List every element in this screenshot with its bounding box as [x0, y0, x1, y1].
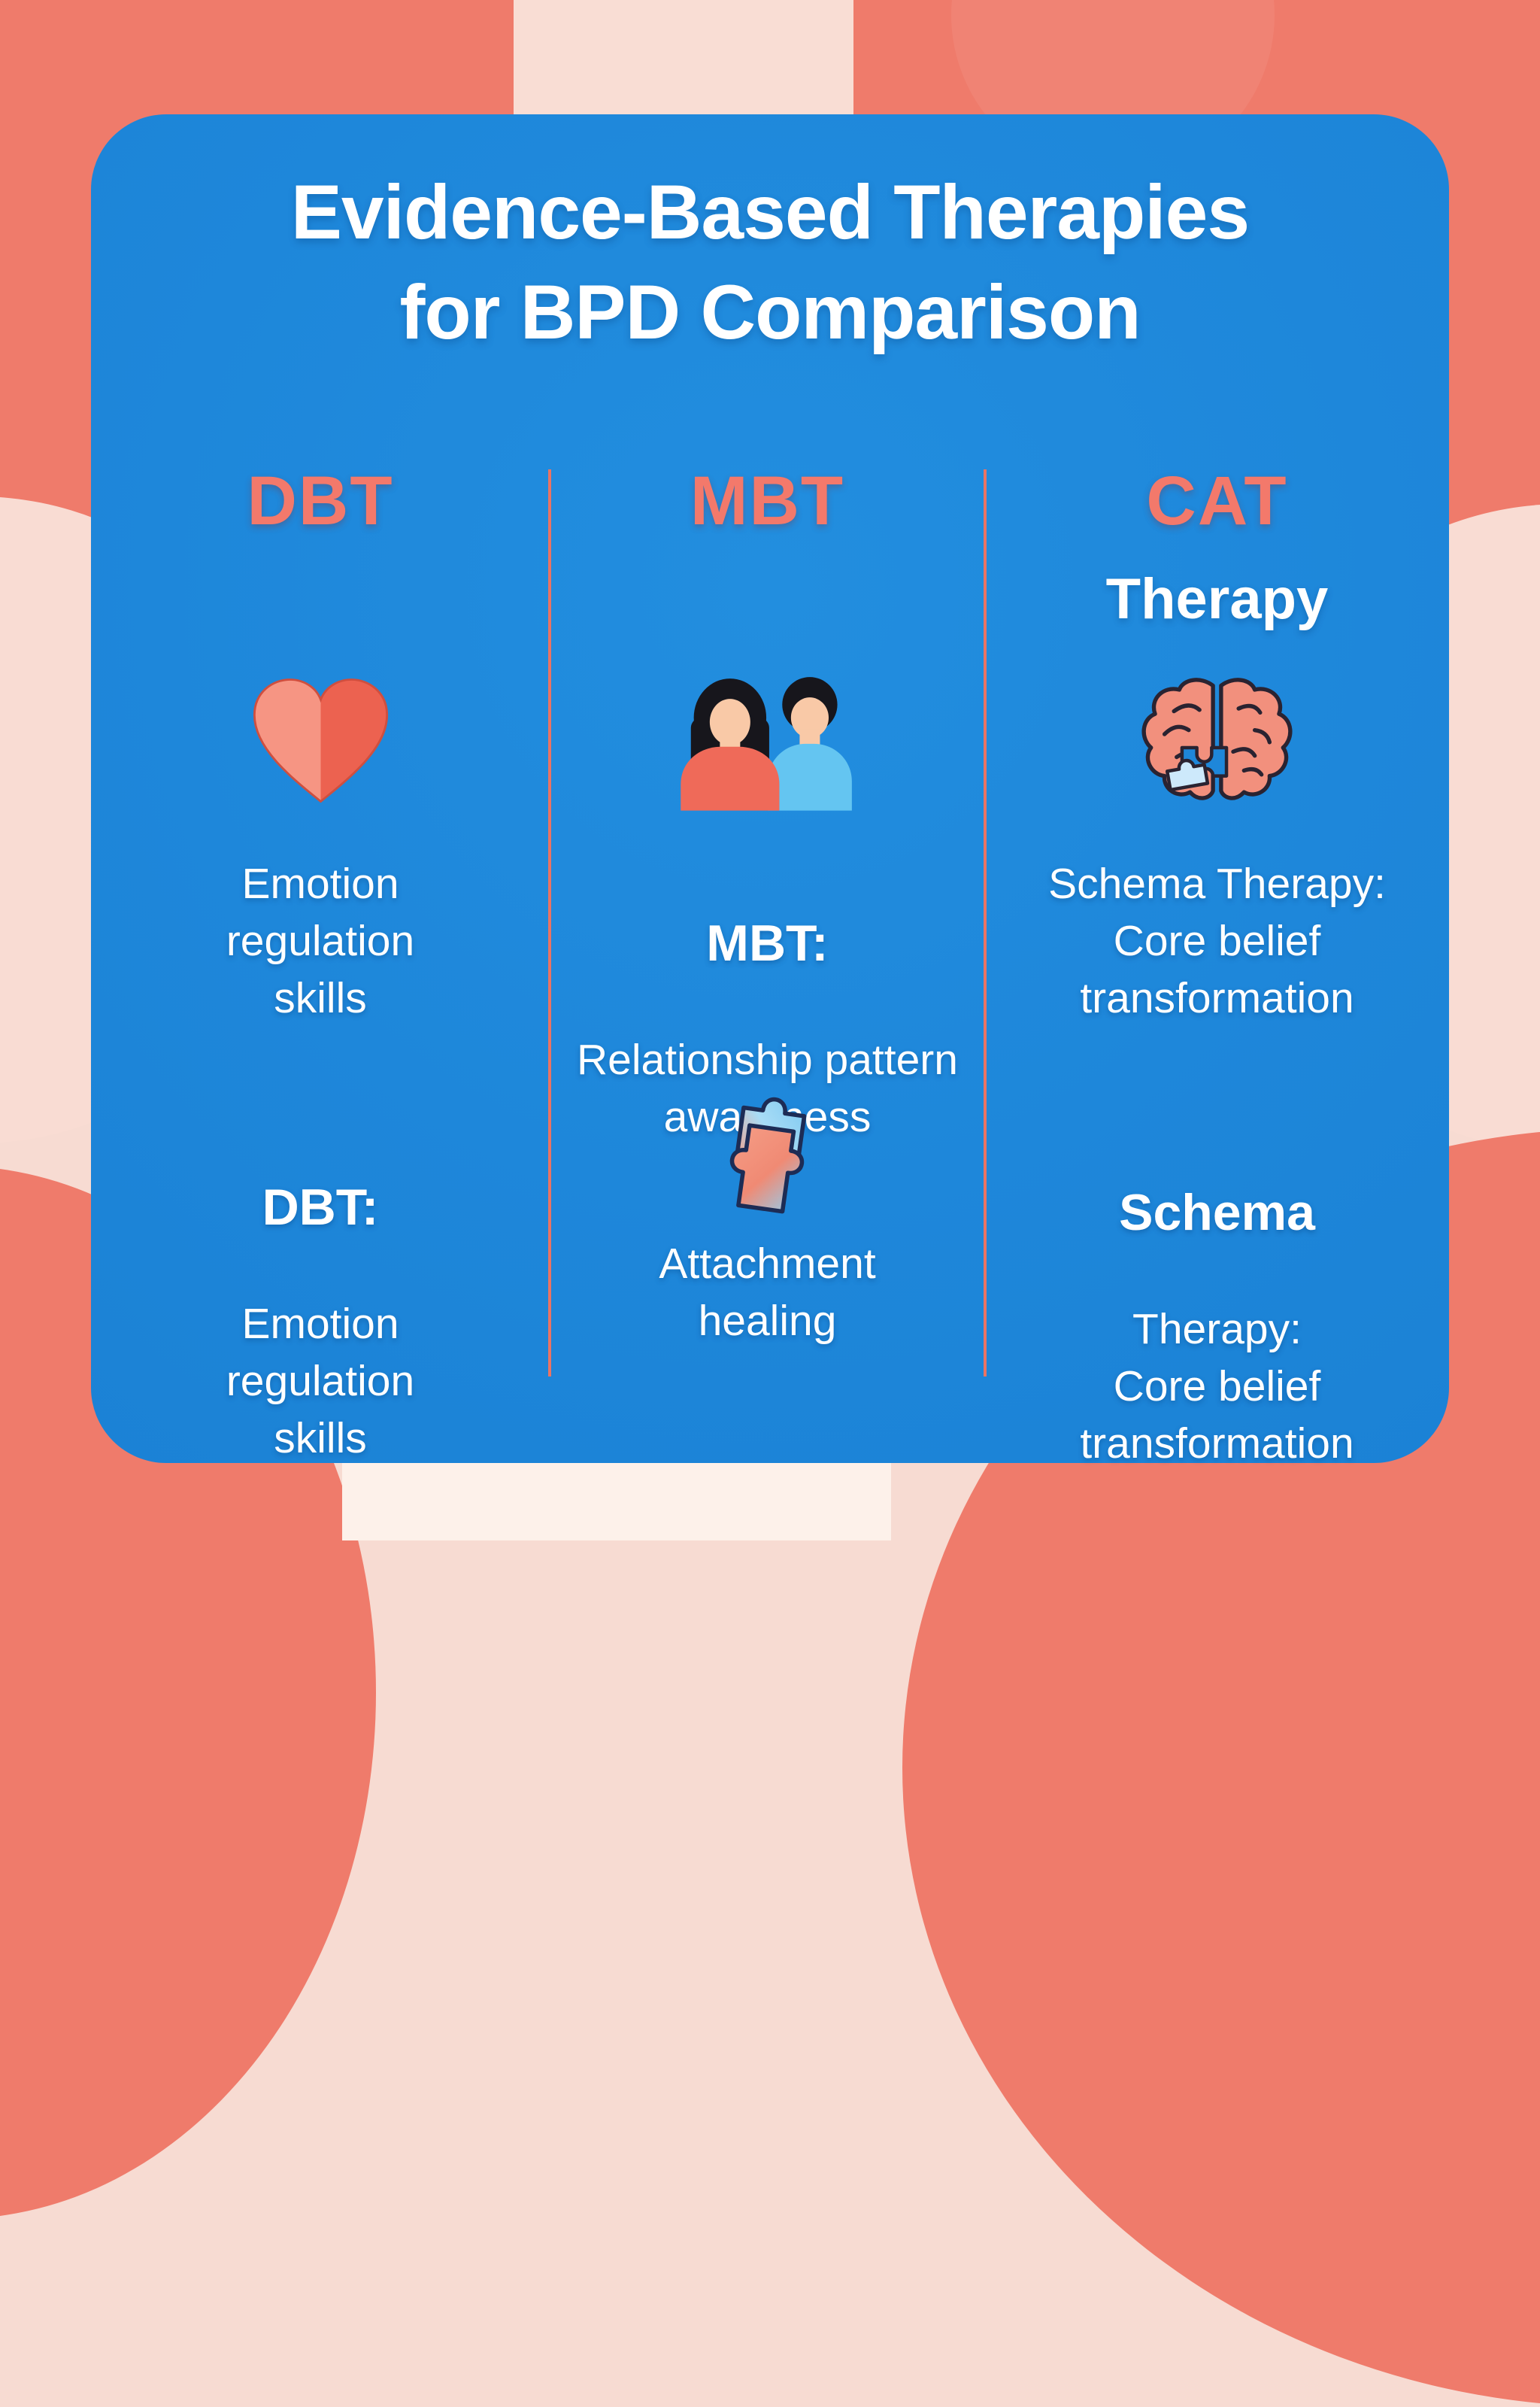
brain-icon — [985, 662, 1449, 820]
page-title-line-2: for BPD Comparison — [399, 269, 1141, 355]
cat-bottom-text: Therapy: Core belief transformation — [1080, 1305, 1354, 1468]
background-bottom-center-pale-stripe — [342, 1455, 891, 1540]
mbt-mid-block: MBT: Relationship pattern awareness — [550, 855, 985, 1203]
cat-mid-text: Schema Therapy: Core belief transformati… — [1048, 860, 1386, 1022]
column-mbt-header: MBT — [690, 463, 845, 539]
dbt-bottom-text: Emotion regulation skills — [226, 1300, 415, 1462]
dbt-bottom-label: DBT: — [262, 1179, 379, 1236]
mbt-mid-text: Relationship pattern awareness — [577, 1036, 958, 1141]
dbt-bottom-block: DBT: Emotion regulation skills — [91, 1119, 550, 1524]
page-title-line-1: Evidence-Based Therapies — [290, 169, 1250, 255]
column-cat: CAT Therapy Schema Therapy: Cor — [985, 114, 1449, 1468]
people-icon — [550, 662, 985, 820]
cat-bottom-label: Schema — [1119, 1184, 1315, 1241]
column-cat-header: CAT — [1146, 463, 1288, 539]
infographic-card: Evidence-Based Therapies for BPD Compari… — [91, 114, 1449, 1468]
column-divider-1 — [548, 469, 551, 1377]
column-dbt: DBT Emotion regulation skills DBT: Emoti… — [91, 114, 550, 1463]
puzzle-icon — [550, 1082, 985, 1236]
column-mbt: MBT MBT: Relationship pattern awareness — [550, 114, 985, 1463]
mbt-bottom-text: Attachment healing — [659, 1240, 876, 1345]
column-cat-subheader: Therapy — [1105, 567, 1329, 631]
mbt-mid-label: MBT: — [706, 915, 829, 972]
page-title: Evidence-Based Therapies for BPD Compari… — [91, 162, 1449, 363]
cat-bottom-block: Schema Therapy: Core belief transformati… — [985, 1125, 1449, 1529]
column-dbt-header: DBT — [247, 463, 394, 539]
column-divider-2 — [984, 469, 987, 1377]
heart-icon — [91, 662, 550, 820]
dbt-mid-text: Emotion regulation skills — [226, 860, 415, 1022]
